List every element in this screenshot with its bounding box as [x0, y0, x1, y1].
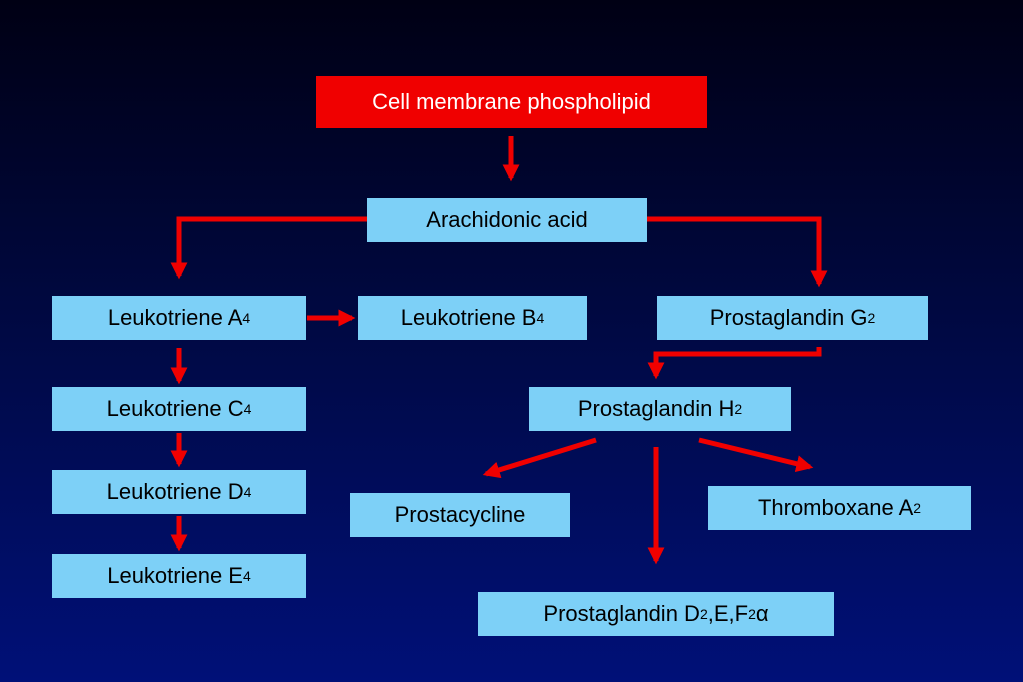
node-arachidonic-acid: Arachidonic acid [367, 198, 647, 242]
arrow-pgh2-to-prostacycline [482, 437, 597, 479]
node-prostacycline: Prostacycline [350, 493, 570, 537]
arrow-pgg2-to-pgh2 [647, 347, 822, 380]
node-label: Prostaglandin G [709, 305, 868, 330]
node-label: Arachidonic acid [426, 207, 588, 232]
node-label: Leukotriene A [107, 305, 243, 330]
node-label: Leukotriene D [106, 479, 244, 504]
node-label: Thromboxane A [757, 495, 914, 520]
node-label-mid: ,E,F [707, 601, 749, 626]
node-label: Prostaglandin D [543, 601, 700, 626]
arrow-arachidonic-to-pgg2 [647, 216, 828, 288]
arrow-arachidonic-to-lta4 [170, 216, 368, 280]
arrow-pgh2-to-thromboxane [698, 437, 814, 473]
node-label: Cell membrane phospholipid [372, 89, 651, 114]
node-label: Leukotriene C [106, 396, 244, 421]
node-cell-membrane-phospholipid: Cell membrane phospholipid [316, 76, 707, 128]
alpha-symbol: α [755, 601, 769, 626]
node-label: Prostaglandin H [577, 396, 735, 421]
node-label: Leukotriene B [400, 305, 537, 330]
node-label: Leukotriene E [107, 563, 243, 588]
node-label: Prostacycline [394, 502, 526, 527]
